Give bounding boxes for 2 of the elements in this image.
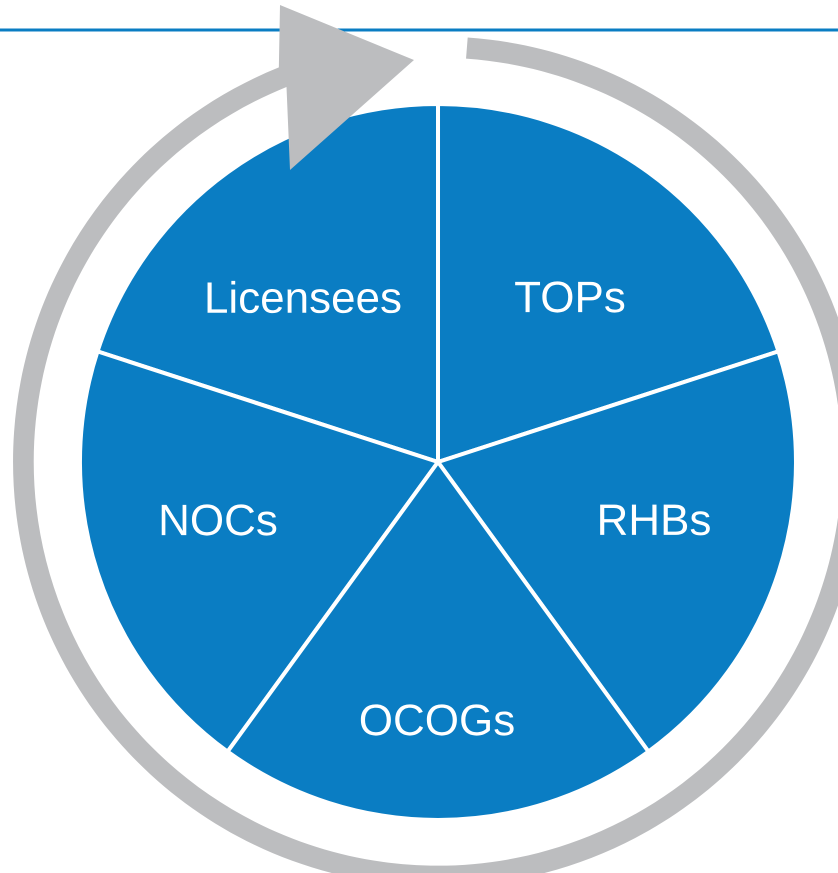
pie-sector: Licensees — [96, 102, 440, 464]
pie-sector: TOPs — [436, 102, 780, 464]
